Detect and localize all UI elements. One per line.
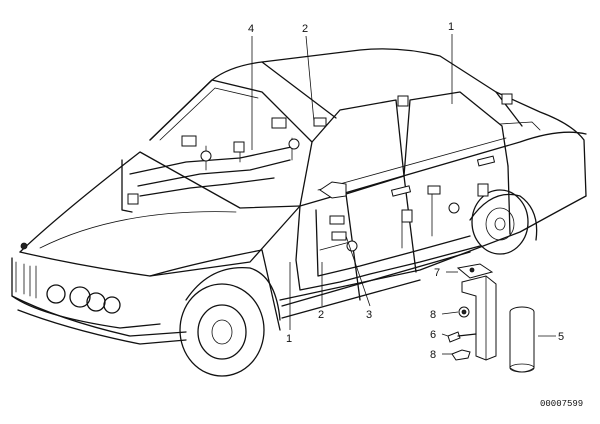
callout-labels: 4 2 1 7 8 6 5 8 1 2 3 <box>248 21 564 361</box>
connectors <box>127 93 513 252</box>
callout-1-top: 1 <box>448 21 454 33</box>
loose-parts <box>447 263 535 373</box>
car-body <box>11 48 587 377</box>
leader-lines <box>251 34 556 355</box>
wiring-harness <box>121 137 481 291</box>
callout-8-lower: 8 <box>430 349 436 361</box>
callout-7: 7 <box>434 267 440 279</box>
callout-2-top: 2 <box>302 23 308 35</box>
callout-6: 6 <box>430 329 436 341</box>
callout-3: 3 <box>366 309 372 321</box>
callout-1-bottom: 1 <box>286 333 292 345</box>
callout-2-bottom: 2 <box>318 309 324 321</box>
callout-8-upper: 8 <box>430 309 436 321</box>
callout-4: 4 <box>248 23 254 35</box>
drawing-number: 00007599 <box>540 399 583 409</box>
callout-5: 5 <box>558 331 564 343</box>
